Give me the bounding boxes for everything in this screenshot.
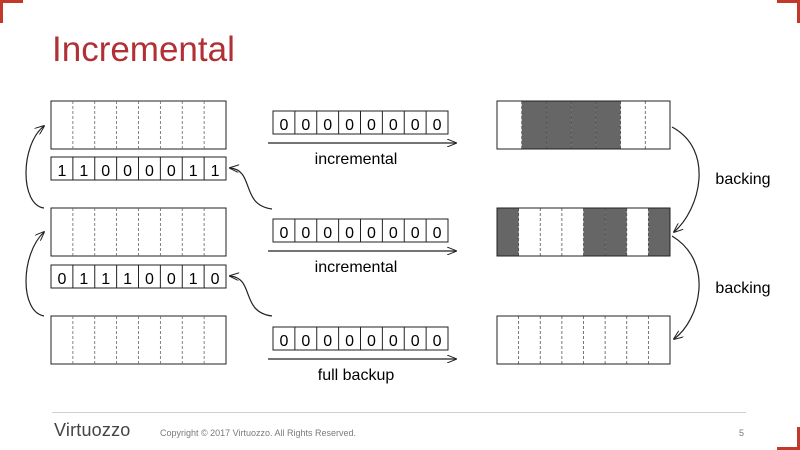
copyright-text: Copyright © 2017 Virtuozzo. All Rights R… — [160, 428, 357, 438]
backup-bitmap-bit: 0 — [433, 333, 442, 350]
right-image-filled-cell — [546, 101, 572, 149]
dirty-bitmap-bit: 0 — [167, 271, 176, 288]
right-image-filled-cell — [571, 101, 596, 149]
right-image — [496, 100, 671, 150]
backup-bitmap-bit: 0 — [345, 117, 354, 134]
dirty-bitmap-bit: 0 — [145, 163, 154, 180]
backup-bitmap-bit: 0 — [301, 333, 310, 350]
backup-bitmap-bit: 0 — [389, 333, 398, 350]
dirty-bitmap-bit: 1 — [123, 271, 132, 288]
dirty-bitmap-bit: 0 — [145, 271, 154, 288]
backing-label: backing — [715, 171, 770, 188]
right-image-filled-cell — [497, 208, 519, 256]
right-image-filled-cell — [583, 208, 606, 256]
backup-label: incremental — [315, 151, 398, 168]
curved-arrow — [25, 126, 44, 209]
dirty-bitmap-bit: 1 — [189, 271, 198, 288]
dirty-bitmap-bit: 0 — [211, 271, 220, 288]
dirty-bitmap-bit: 0 — [101, 163, 110, 180]
dirty-bitmap-bit: 1 — [57, 163, 66, 180]
backup-bitmap-bit: 0 — [411, 117, 420, 134]
left-image — [50, 207, 227, 257]
corner-accent-top-left — [0, 0, 23, 23]
dirty-bitmap-bit: 0 — [123, 163, 132, 180]
page-number: 5 — [739, 428, 745, 438]
connector-arrows — [25, 126, 700, 359]
backup-bitmap-bit: 0 — [433, 117, 442, 134]
dirty-bitmap-bit: 0 — [167, 163, 176, 180]
backup-label: incremental — [315, 259, 398, 276]
corner-accent-top-right — [777, 0, 800, 23]
backup-bitmap-bit: 0 — [323, 117, 332, 134]
left-image — [50, 100, 227, 150]
backup-bitmap-bit: 0 — [389, 117, 398, 134]
backup-bitmap-bit: 0 — [279, 333, 288, 350]
backup-bitmap-bit: 0 — [367, 333, 376, 350]
backing-label: backing — [715, 280, 770, 297]
left-images — [50, 100, 227, 365]
curved-arrow — [230, 168, 273, 210]
virtuozzo-logo: Virtuozzo — [54, 420, 131, 440]
dirty-bitmap-bit: 1 — [79, 163, 88, 180]
right-image-border — [496, 315, 671, 365]
backup-bitmap-bit: 0 — [345, 333, 354, 350]
backup-bitmap-bit: 0 — [433, 225, 442, 242]
curved-arrow — [25, 232, 44, 317]
backup-bitmap-bit: 0 — [367, 225, 376, 242]
right-image-filled-cell — [595, 101, 621, 149]
dirty-bitmap-bit: 1 — [211, 163, 220, 180]
right-image — [496, 315, 671, 365]
backup-bitmap-bit: 0 — [345, 225, 354, 242]
right-image-border — [496, 100, 671, 150]
dirty-bitmap-bit: 0 — [57, 271, 66, 288]
backup-bitmap-bit: 0 — [301, 225, 310, 242]
curved-arrow — [230, 276, 273, 317]
backup-bitmap-bit: 0 — [279, 225, 288, 242]
diagram-labels: incremental incremental full backup backing… — [315, 151, 771, 384]
footer-divider — [52, 412, 746, 413]
dirty-bitmap-bit: 1 — [101, 271, 110, 288]
dirty-bitmap-bit: 1 — [189, 163, 198, 180]
backup-bitmap-bit: 0 — [279, 117, 288, 134]
right-image-filled-cell — [648, 208, 670, 256]
backup-bitmap-bit: 0 — [367, 117, 376, 134]
right-image-filled-cell — [521, 101, 547, 149]
right-image-border — [496, 207, 671, 257]
curved-arrow — [671, 235, 700, 339]
backup-bitmap-bit: 0 — [411, 225, 420, 242]
dirty-bitmap-bit: 1 — [79, 271, 88, 288]
backup-label: full backup — [318, 367, 395, 384]
backup-bitmap-bit: 0 — [323, 225, 332, 242]
left-image — [50, 315, 227, 365]
backup-bitmap-bit: 0 — [323, 333, 332, 350]
page-title: Incremental — [52, 30, 235, 69]
right-image-filled-cell — [605, 208, 627, 256]
curved-arrow — [671, 126, 700, 232]
right-images — [496, 100, 671, 365]
corner-accent-bottom-right — [777, 427, 800, 450]
backup-bitmap-bit: 0 — [411, 333, 420, 350]
backup-bitmap-bit: 0 — [301, 117, 310, 134]
backup-bitmap-bit: 0 — [389, 225, 398, 242]
right-image — [496, 207, 671, 257]
